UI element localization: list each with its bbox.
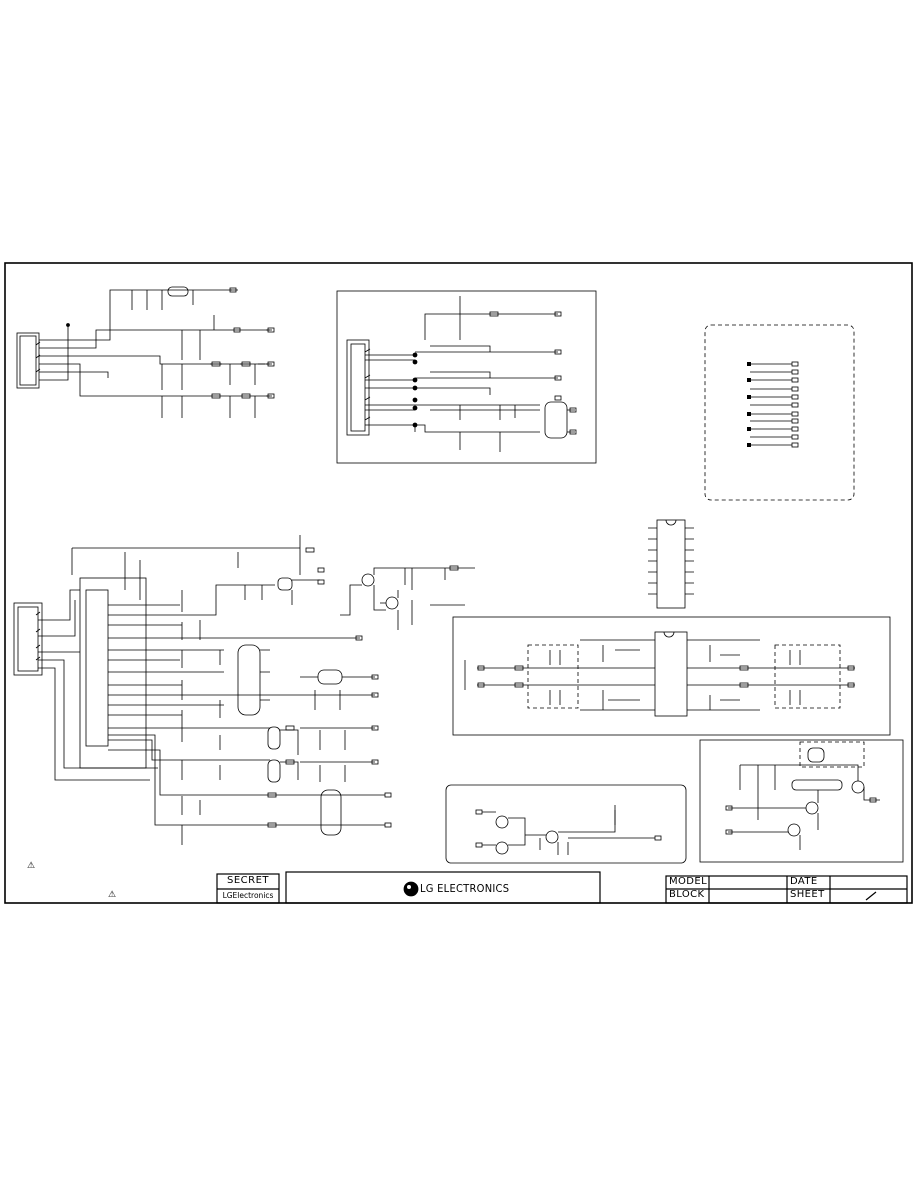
model-label: MODEL: [669, 876, 708, 887]
warning-triangle-icon: ⚠: [27, 861, 36, 871]
company-small-label: LGElectronics: [222, 891, 274, 900]
amplifier-circuit: [452, 616, 891, 736]
block-label: BLOCK: [669, 889, 705, 900]
main-input-circuit: [13, 535, 392, 845]
dip-ic: [648, 519, 694, 609]
warning-triangle-icon: ⚠: [108, 890, 117, 900]
sheet-label: SHEET: [790, 889, 825, 900]
lg-logo-icon: [403, 881, 419, 897]
transistor-pair: [340, 565, 475, 630]
date-label: DATE: [790, 876, 818, 887]
sheet-border: [4, 262, 913, 904]
top-center-input-circuit: [336, 290, 597, 464]
bottom-center-circuit: [445, 784, 687, 864]
top-left-jack-circuit: [16, 286, 275, 418]
brand-text: LG ELECTRONICS: [420, 882, 510, 895]
title-block-lines: [216, 871, 908, 904]
dashed-connector-block: [704, 324, 855, 501]
secret-label: SECRET: [226, 875, 270, 886]
bottom-right-circuit: [699, 739, 904, 863]
